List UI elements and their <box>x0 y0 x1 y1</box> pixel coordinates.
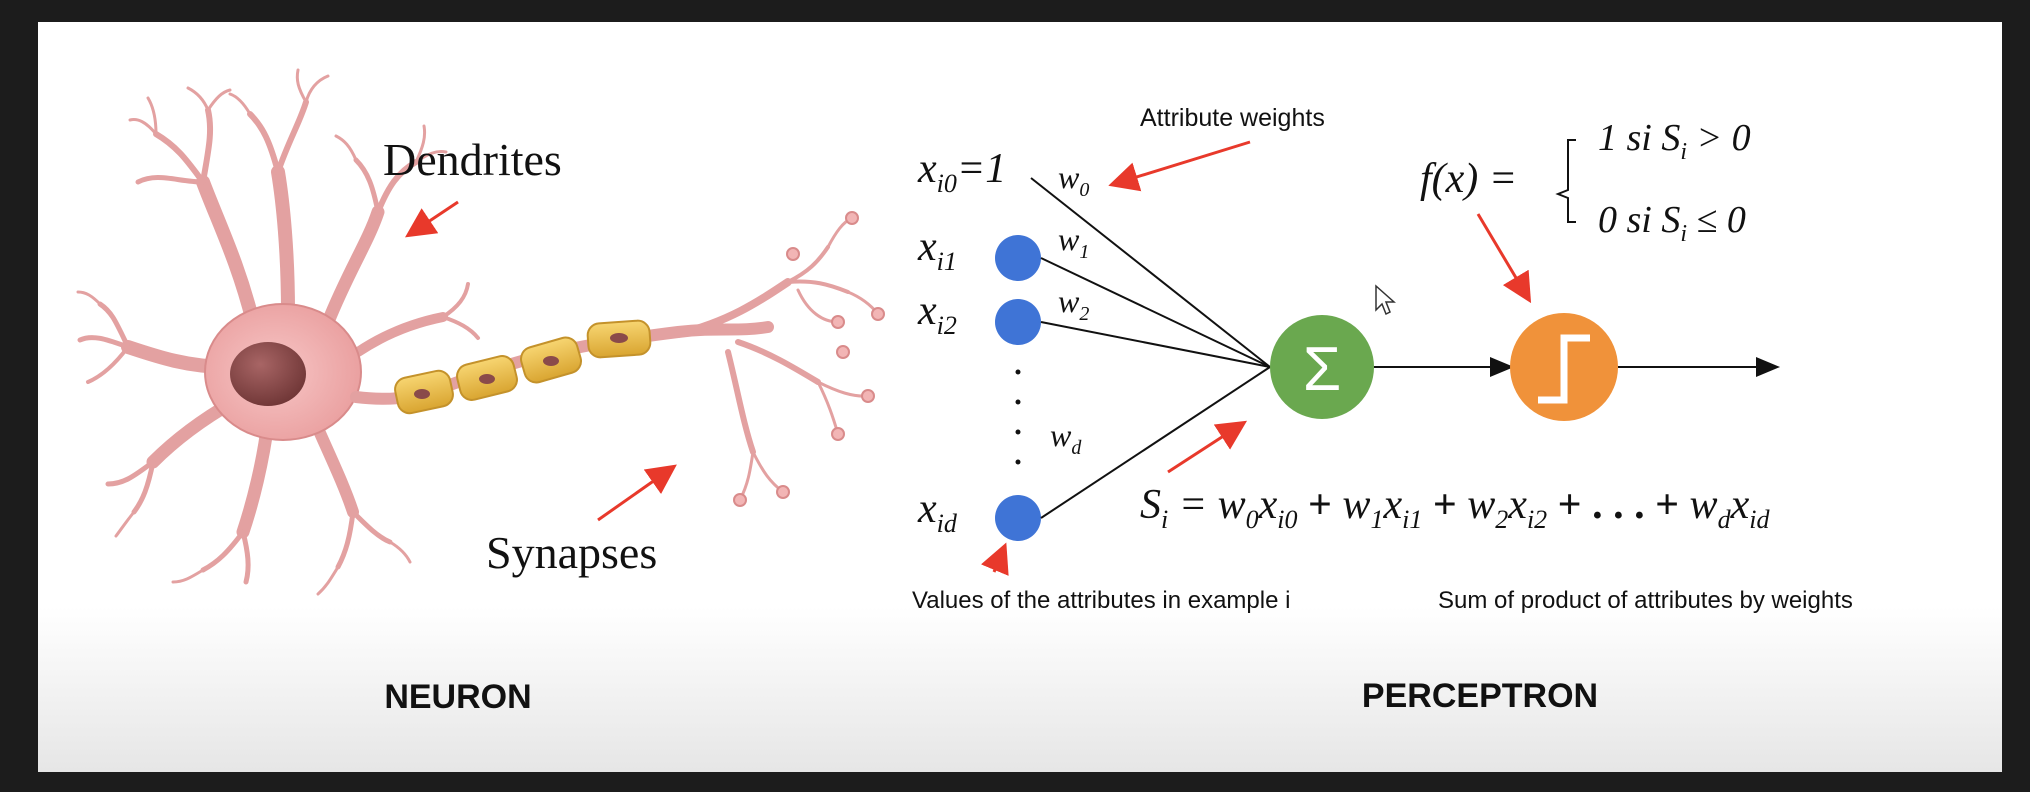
axon-terminals <box>674 216 880 502</box>
synapses-label: Synapses <box>486 527 657 578</box>
nucleus <box>230 342 306 406</box>
input-label-2: xi2 <box>917 288 957 340</box>
perceptron-caption: PERCEPTRON <box>1362 677 1598 715</box>
dendrites-arrow <box>405 200 459 238</box>
values-label: Values of the attributes in example i <box>912 587 1290 614</box>
activation-lhs: f(x) = <box>1420 156 1517 202</box>
input-label-0: xi0=1 <box>917 146 1006 198</box>
sum-description-label: Sum of product of attributes by weights <box>1438 587 1853 614</box>
input-label-1: xi1 <box>917 224 957 276</box>
sum-symbol: Σ <box>1303 335 1341 404</box>
input-node-2 <box>995 299 1041 345</box>
synapse-bulbs <box>733 211 885 507</box>
activation-case-2: 0 si Si ≤ 0 <box>1598 199 1746 247</box>
input-label-d: xid <box>917 486 958 538</box>
input-node-d <box>995 495 1041 541</box>
ellipsis-dots <box>1015 369 1021 465</box>
diagram-canvas: Dendrites Synapses NEURON xi0=1 xi1 xi2 … <box>76 68 1853 716</box>
input-node-1 <box>995 235 1041 281</box>
attribute-weights-arrow <box>1108 140 1251 192</box>
dendrites-label: Dendrites <box>383 134 562 185</box>
activation-brace <box>1555 139 1576 223</box>
neuron-illustration <box>76 68 885 596</box>
synapses-arrow <box>597 464 677 522</box>
slide: Dendrites Synapses NEURON xi0=1 xi1 xi2 … <box>38 22 2002 772</box>
step-icon <box>1538 334 1590 404</box>
sum-node <box>1270 315 1374 419</box>
neuron-caption: NEURON <box>384 678 531 716</box>
mouse-cursor-icon <box>1375 284 1396 316</box>
sum-formula: Si = w0xi0 + w1xi1 + w2xi2 + . . . + wdx… <box>1140 482 1770 534</box>
formula-arrow <box>1167 420 1248 474</box>
activation-arrow <box>1476 213 1532 304</box>
weight-label-0: w0 <box>1058 159 1089 201</box>
activation-case-1: 1 si Si > 0 <box>1598 117 1751 165</box>
myelin-sheath <box>394 319 652 415</box>
attribute-weights-label: Attribute weights <box>1140 104 1325 132</box>
values-arrow <box>980 542 1009 576</box>
perceptron-diagram: xi0=1 xi1 xi2 xid <box>912 104 1853 715</box>
weight-label-d: wd <box>1050 417 1082 459</box>
weight-label-1: w1 <box>1058 221 1089 263</box>
weight-label-2: w2 <box>1058 283 1089 325</box>
weight-edges <box>1030 177 1271 519</box>
